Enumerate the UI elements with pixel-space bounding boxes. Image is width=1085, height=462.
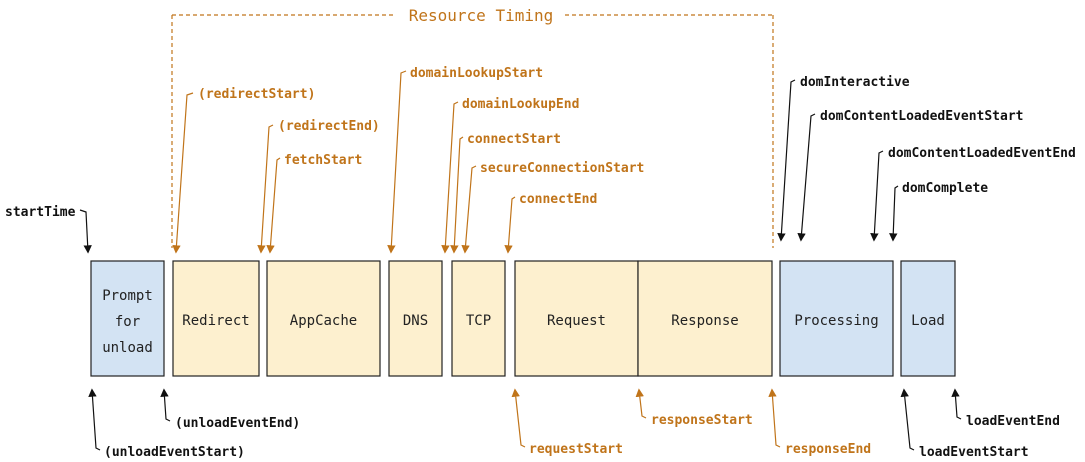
start-time-label: startTime	[5, 205, 76, 220]
fetch-start-arrow	[266, 157, 281, 254]
connect-start-arrow	[450, 136, 464, 254]
dom-content-loaded-event-end-label: domContentLoadedEventEnd	[888, 146, 1076, 161]
start-time-arrow	[79, 209, 92, 254]
secure-connection-start-arrow	[461, 165, 477, 254]
request-box	[514, 260, 639, 377]
dom-interactive-label: domInteractive	[800, 75, 910, 90]
prompt-unload-label-line3: unload	[102, 340, 153, 356]
connect-end-arrow	[504, 196, 516, 254]
connect-start-label: connectStart	[467, 132, 561, 147]
processing-label: Processing	[794, 313, 878, 329]
unload-event-end-arrow	[160, 388, 171, 422]
resource-timing-bracket: Resource Timing	[171, 6, 774, 248]
dom-complete-label: domComplete	[902, 181, 988, 196]
request-start-label: requestStart	[529, 442, 623, 457]
load-event-end-label: loadEventEnd	[966, 414, 1060, 429]
response-end-arrow	[768, 388, 781, 448]
appcache-label: AppCache	[290, 313, 357, 329]
unload-event-end-label: (unloadEventEnd)	[175, 416, 300, 431]
load-label: Load	[911, 313, 945, 329]
dom-interactive-arrow	[777, 79, 796, 242]
domain-lookup-end-label: domainLookupEnd	[462, 97, 579, 112]
load-event-start-arrow	[900, 388, 915, 451]
load-event-end-arrow	[951, 388, 962, 420]
redirect-end-label: (redirectEnd)	[278, 119, 380, 134]
unload-event-start-arrow	[88, 388, 101, 451]
prompt-unload-box	[90, 260, 165, 377]
redirect-start-arrow	[172, 92, 194, 254]
tcp-label: TCP	[466, 313, 491, 329]
load-event-start-label: loadEventStart	[919, 445, 1029, 460]
dom-content-loaded-event-start-label: domContentLoadedEventStart	[820, 109, 1024, 124]
redirect-box	[172, 260, 260, 377]
request-start-arrow	[511, 388, 526, 448]
prompt-unload-label-line2: for	[115, 314, 140, 330]
tcp-box	[451, 260, 506, 377]
connect-end-label: connectEnd	[519, 192, 597, 207]
domain-lookup-end-arrow	[441, 101, 459, 254]
response-start-arrow	[635, 388, 647, 419]
fetch-start-label: fetchStart	[284, 153, 362, 168]
dom-complete-arrow	[889, 185, 899, 242]
dns-box	[388, 260, 443, 377]
response-box	[637, 260, 773, 377]
top-timestamps: startTime (redirectStart) (redirectEnd) …	[5, 66, 1076, 254]
response-end-label: responseEnd	[785, 442, 871, 457]
resource-timing-title: Resource Timing	[409, 6, 554, 25]
redirect-start-label: (redirectStart)	[198, 87, 315, 102]
response-label: Response	[671, 313, 738, 329]
load-box	[900, 260, 956, 377]
prompt-unload-label-line1: Prompt	[102, 288, 153, 304]
domain-lookup-start-label: domainLookupStart	[410, 66, 543, 81]
response-start-label: responseStart	[651, 413, 753, 428]
redirect-end-arrow	[257, 124, 274, 254]
redirect-label: Redirect	[182, 313, 249, 329]
request-label: Request	[547, 313, 606, 329]
unload-event-start-label: (unloadEventStart)	[104, 445, 245, 460]
phase-boxes: Prompt for unload Redirect AppCache DNS …	[90, 260, 956, 377]
dom-content-loaded-event-end-arrow	[870, 150, 884, 242]
dom-content-loaded-event-start-arrow	[797, 113, 816, 242]
domain-lookup-start-arrow	[387, 70, 407, 254]
secure-connection-start-label: secureConnectionStart	[480, 161, 644, 176]
processing-box	[779, 260, 894, 377]
bottom-timestamps: (unloadEventEnd) (unloadEventStart) requ…	[88, 388, 1060, 460]
dns-label: DNS	[403, 313, 428, 329]
appcache-box	[266, 260, 381, 377]
